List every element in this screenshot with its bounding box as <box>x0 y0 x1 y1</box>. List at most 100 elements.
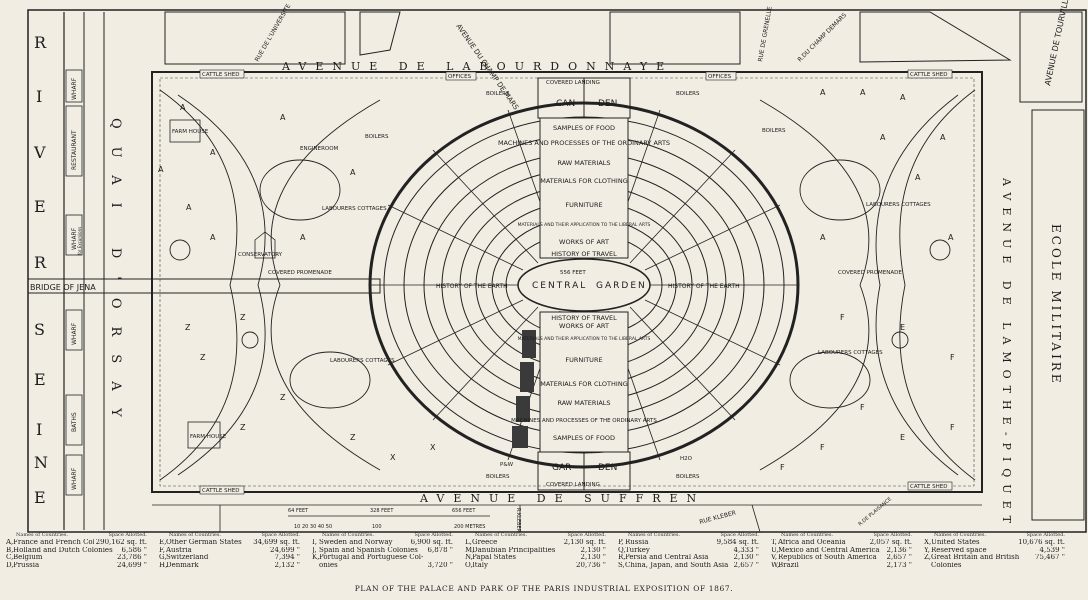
scale-metres-marks: 10 20 30 40 50 <box>294 524 332 530</box>
wharves: WHARF RESTAURANT WHARF for Excursions WH… <box>65 69 83 496</box>
zone-label-s: MATERIALS AND THEIR APPLICATION TO THE L… <box>518 336 651 342</box>
legend-column: Names of Countries. Space Allotted.A,Fran… <box>6 532 147 569</box>
legend-key: E, <box>159 539 167 547</box>
avenue-suffren: AVENUE DE SUFFREN <box>419 492 705 505</box>
zone-label-n: SAMPLES OF FOOD <box>553 124 615 132</box>
legend-name: United States <box>931 539 980 547</box>
legend-key: I, <box>312 539 317 547</box>
legend-row: Colonies <box>924 562 1065 569</box>
legend-header-names: Names of Countries. <box>628 532 681 538</box>
legend-key: Q, <box>618 546 626 554</box>
zone-label-n: FURNITURE <box>565 201 602 209</box>
legend-name: Other German States <box>166 539 242 547</box>
cattle-shed-nw: CATTLE SHED <box>202 72 239 78</box>
legend-value: 3,720 " <box>427 561 453 569</box>
river-letter: N <box>34 453 48 472</box>
legend-key: R, <box>618 554 626 562</box>
history-earth-east: HISTORY OF THE EARTH <box>668 283 740 290</box>
farm-house-sw: FARM HOUSE <box>190 434 227 440</box>
legend-row: G,Switzerland 7,394 " <box>159 554 300 561</box>
plot-letter: F <box>860 403 865 412</box>
legend-value: 9,584 sq. ft. <box>716 539 759 547</box>
legend-header-names: Names of Countries. <box>16 532 69 538</box>
plot-letter: A <box>900 93 906 102</box>
bridge-label: BRIDGE OF JENA <box>30 283 96 292</box>
exposition-plan-map: R I V E R S E I N E WHARF RESTAURANT WHA… <box>27 0 1087 533</box>
legend-value: 7,394 " <box>274 554 300 562</box>
wharf-label-3: WHARF <box>71 322 78 345</box>
legend-value: 2,132 " <box>274 561 300 569</box>
legend-value: 6,900 sq. ft. <box>410 539 453 547</box>
avenue-labourdonnaye: AVENUE DE LABOURDONNAYE <box>281 60 673 73</box>
ecole-militaire: ECOLE MILITAIRE <box>1031 109 1085 521</box>
top-buildings <box>164 11 1083 103</box>
legend-key: T, <box>771 539 777 547</box>
boilers-n-right: BOILERS <box>676 91 700 97</box>
legend-value: 2,057 sq. ft. <box>869 539 912 547</box>
scale-feet-2: 328 FEET <box>370 508 394 514</box>
legend-key: F, <box>159 546 165 554</box>
river-letter: R <box>34 33 47 52</box>
legend-header-space: Space Allotted. <box>873 532 912 538</box>
legend-value <box>451 554 453 561</box>
plot-letter: A <box>940 133 946 142</box>
covered-landing-n: COVERED LANDING <box>546 80 600 86</box>
rue-kleber-label: RUE KLEBER <box>699 509 737 525</box>
legend-value: 10,676 sq. ft. <box>1018 539 1065 547</box>
legend-value: 24,699 " <box>270 546 300 554</box>
legend-key: X, <box>924 539 932 547</box>
offices-left: OFFICES <box>448 74 472 80</box>
legend-column: Names of Countries.Space Allotted.T,Afri… <box>771 532 912 569</box>
legend-name: Austria <box>166 546 192 554</box>
labourers-cottages-ne: LABOURERS COTTAGES <box>866 202 931 208</box>
legend-key: Z, <box>924 554 931 562</box>
plot-letter: A <box>210 148 216 157</box>
legend-value: 2,136 " <box>886 546 912 554</box>
map-frame <box>27 9 1087 533</box>
legend-header: Names of Countries.Space Allotted. <box>465 532 606 539</box>
zone-labels-north: SAMPLES OF FOOD MACHINES AND PROCESSES O… <box>498 124 670 258</box>
plot-letter: A <box>880 133 886 142</box>
legend-name: Switzerland <box>166 554 209 562</box>
legend-name: Turkey <box>625 546 650 554</box>
plot-letter: A <box>820 88 826 97</box>
cattle-shed-sw: CATTLE SHED <box>202 488 239 494</box>
british-plot <box>520 362 534 392</box>
plot-letter: F <box>950 423 955 432</box>
boilers-nw: BOILERS <box>365 134 389 140</box>
legend-header-space: Space Allotted. <box>108 532 147 538</box>
plot-letter: A <box>820 233 826 242</box>
plot-letter: E <box>900 433 905 442</box>
legend-value: 75,467 " <box>1035 554 1065 562</box>
legend-key <box>312 562 319 569</box>
r-kleber-label: R.KLEBER <box>515 508 521 533</box>
british-plot <box>522 330 536 358</box>
zone-label-n: HISTORY OF TRAVEL <box>551 250 617 258</box>
zone-label-n: MATERIALS FOR CLOTHING <box>540 177 627 185</box>
legend-row: A,France and French Colonies290,162 sq. … <box>6 539 147 546</box>
legend-key: V, <box>771 554 778 562</box>
british-plot <box>512 426 528 448</box>
legend-value: 2,657 " <box>733 561 759 569</box>
legend-key: P, <box>618 539 624 547</box>
zone-label-s: MACHINES AND PROCESSES OF THE ORDINARY A… <box>511 418 657 424</box>
legend-value: 34,699 sq. ft. <box>253 539 300 547</box>
legend-header: Names of Countries.Space Allotted. <box>771 532 912 539</box>
zone-label-s: MATERIALS FOR CLOTHING <box>540 380 627 388</box>
legend-key: O, <box>465 561 473 569</box>
british-plot <box>516 396 530 422</box>
offices-right: OFFICES <box>708 74 732 80</box>
zone-label-s: FURNITURE <box>565 356 602 364</box>
plot-letter: Z <box>350 433 356 442</box>
park-boundary <box>151 71 983 493</box>
legend-column: Names of Countries.Space Allotted.P,Russ… <box>618 532 759 569</box>
legend-key: G, <box>159 554 167 562</box>
garden-label: GARDEN <box>596 281 647 291</box>
